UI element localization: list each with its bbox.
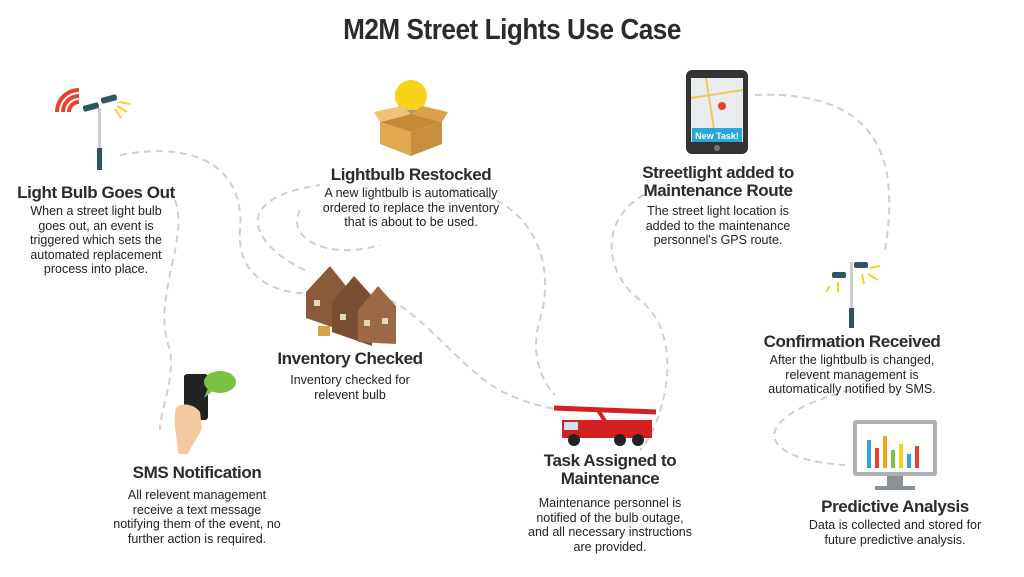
description-line: future predictive analysis. xyxy=(824,532,966,547)
description-line: notified of the bulb outage, xyxy=(536,510,684,525)
description-line: relevent bulb xyxy=(314,387,386,402)
description-line: and all necessary instructions xyxy=(528,525,692,539)
step-confirmation-received: Confirmation Received After the lightbul… xyxy=(764,333,941,397)
description-line: triggered which sets the xyxy=(29,233,163,247)
description-line: process into place. xyxy=(43,262,149,276)
step-predictive-analysis: Predictive Analysis Data is collected an… xyxy=(809,498,981,547)
step-heading: Lightbulb Restocked xyxy=(330,165,492,184)
step-lightbulb-restocked: Lightbulb Restocked A new lightbulb is a… xyxy=(323,166,500,230)
page-title: M2M Street Lights Use Case xyxy=(343,14,681,46)
step-inventory-checked: Inventory Checked Inventory checked for … xyxy=(277,349,423,402)
step-description: The street light location is added to th… xyxy=(642,204,794,248)
step-task-assigned: Task Assigned to Maintenance Maintenance… xyxy=(528,452,692,554)
street-light-icon xyxy=(55,88,131,170)
step-sms-notification: SMS Notification All relevent management… xyxy=(113,464,280,546)
street-light-confirmed-icon xyxy=(826,262,881,328)
phone-sms-icon xyxy=(174,371,236,454)
step-heading: SMS Notification xyxy=(132,463,262,482)
description-line: receive a text message xyxy=(132,502,262,517)
step-description: When a street light bulb goes out, an ev… xyxy=(17,204,175,277)
step-description: Data is collected and stored for future … xyxy=(809,518,981,547)
step-description: A new lightbulb is automatically ordered… xyxy=(323,186,500,230)
description-line: automated replacement xyxy=(30,247,162,262)
step-heading: Inventory Checked xyxy=(277,349,423,368)
description-line: Inventory checked for xyxy=(290,373,410,387)
step-heading: Confirmation Received xyxy=(763,332,941,351)
description-line: ordered to replace the inventory xyxy=(322,200,500,215)
tablet-map-icon: New Task! xyxy=(686,70,748,154)
step-description: All relevent management receive a text m… xyxy=(113,488,280,546)
description-line: further action is required. xyxy=(127,531,267,546)
new-task-badge: New Task! xyxy=(695,131,739,141)
step-heading: Light Bulb Goes Out xyxy=(17,183,175,202)
step-description: Maintenance personnel is notified of the… xyxy=(528,496,692,554)
description-line: personnel's GPS route. xyxy=(653,233,783,247)
lightbulb-box-icon xyxy=(374,80,448,156)
description-line: When a street light bulb xyxy=(30,204,162,218)
description-line: goes out, an event is xyxy=(38,218,154,233)
description-line: notifying them of the event, no xyxy=(113,517,281,531)
analytics-monitor-icon xyxy=(853,420,937,490)
step-description: Inventory checked for relevent bulb xyxy=(277,373,422,402)
description-line: All relevent management xyxy=(127,488,267,502)
fire-truck-icon xyxy=(553,405,657,446)
step-maintenance-route: Streetlight added to Maintenance Route T… xyxy=(642,164,794,248)
description-line: that is about to be used. xyxy=(344,215,478,229)
step-heading: Maintenance Route xyxy=(643,181,793,200)
step-heading: Task Assigned to xyxy=(543,451,677,470)
description-line: After the lightbulb is changed, xyxy=(769,353,935,367)
step-description: After the lightbulb is changed, relevent… xyxy=(764,353,941,397)
description-line: automatically notified by SMS. xyxy=(768,382,936,396)
step-heading: Predictive Analysis xyxy=(821,497,969,516)
description-line: A new lightbulb is automatically xyxy=(324,186,498,200)
description-line: are provided. xyxy=(573,539,647,554)
description-line: Data is collected and stored for xyxy=(808,518,982,532)
warehouse-houses-icon xyxy=(306,266,396,346)
description-line: added to the maintenance xyxy=(645,218,791,233)
step-heading: Maintenance xyxy=(560,469,660,488)
description-line: Maintenance personnel is xyxy=(538,496,682,510)
step-heading: Streetlight added to xyxy=(642,163,794,182)
description-line: relevent management is xyxy=(785,367,919,382)
step-light-bulb-goes-out: Light Bulb Goes Out When a street light … xyxy=(17,184,175,277)
description-line: The street light location is xyxy=(647,204,789,218)
